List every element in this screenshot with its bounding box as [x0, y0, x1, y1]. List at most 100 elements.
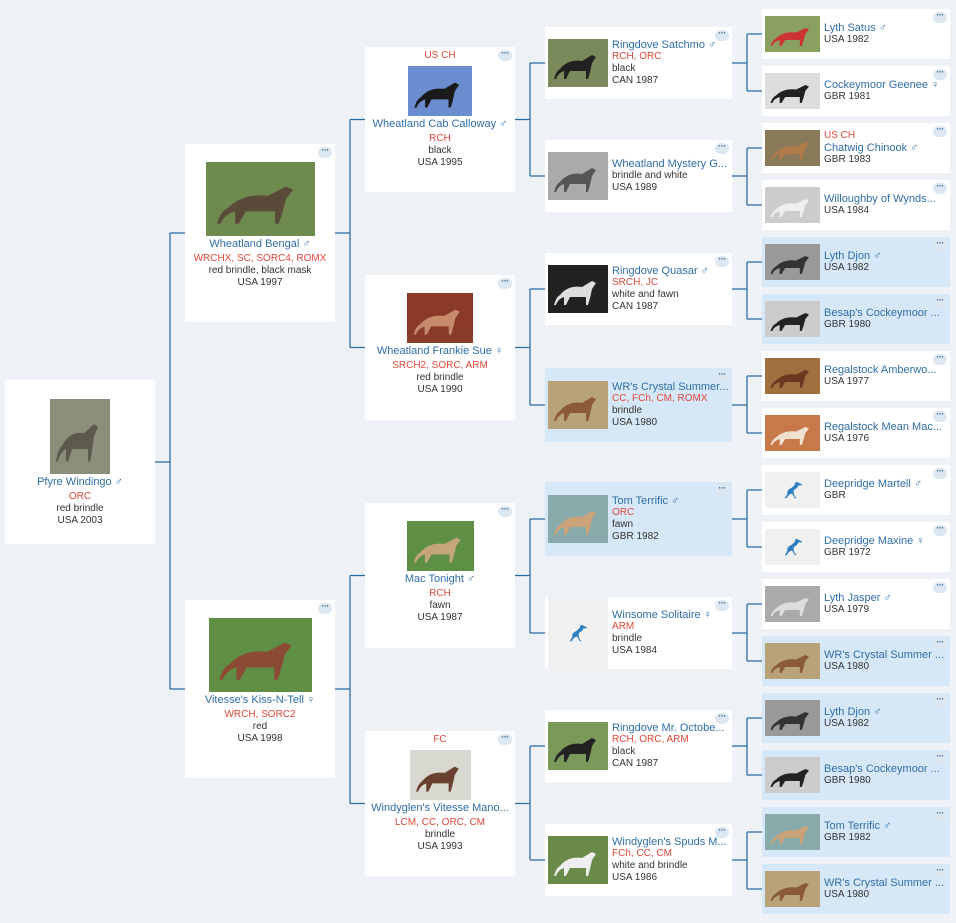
- dog-name[interactable]: Ringdove Mr. Octobe...: [612, 722, 729, 734]
- dog-name-text[interactable]: Ringdove Mr. Octobe...: [612, 722, 725, 734]
- placeholder-photo[interactable]: [765, 472, 820, 508]
- dog-name[interactable]: Wheatland Mystery G...: [612, 158, 729, 170]
- dog-name[interactable]: Wheatland Frankie Sue♀: [365, 345, 515, 357]
- more-options-icon[interactable]: ···: [933, 11, 947, 23]
- more-options-icon[interactable]: ···: [933, 752, 947, 764]
- dog-name-text[interactable]: Deepridge Maxine: [824, 535, 914, 547]
- dog-photo[interactable]: [765, 358, 820, 394]
- placeholder-photo[interactable]: [548, 597, 608, 669]
- more-options-icon[interactable]: ···: [498, 49, 512, 61]
- more-options-icon[interactable]: ···: [318, 146, 332, 158]
- more-options-icon[interactable]: ···: [933, 125, 947, 137]
- dog-card-ggg14[interactable]: ···Besap's Cockeymoor ...GBR 1980: [762, 750, 950, 800]
- dog-name-text[interactable]: Pfyre Windingo: [37, 476, 112, 488]
- dog-name[interactable]: Wheatland Bengal♂: [185, 238, 335, 250]
- dog-photo[interactable]: [208, 618, 312, 692]
- dog-name-text[interactable]: Lyth Jasper: [824, 592, 881, 604]
- more-options-icon[interactable]: ···: [715, 484, 729, 496]
- dog-name-text[interactable]: Chatwig Chinook: [824, 142, 908, 154]
- dog-photo[interactable]: [205, 162, 315, 236]
- dog-photo[interactable]: [765, 586, 820, 622]
- dog-name-text[interactable]: Wheatland Cab Calloway: [372, 118, 497, 130]
- dog-name-text[interactable]: Wheatland Bengal: [209, 238, 300, 250]
- dog-name[interactable]: Chatwig Chinook♂: [824, 142, 947, 154]
- dog-name-text[interactable]: Winsome Solitaire: [612, 609, 701, 621]
- dog-name[interactable]: Besap's Cockeymoor ...: [824, 763, 947, 775]
- dog-photo[interactable]: [765, 73, 820, 109]
- dog-photo[interactable]: [548, 265, 608, 313]
- dog-name-text[interactable]: Lyth Satus: [824, 22, 876, 34]
- dog-name[interactable]: Lyth Djon♂: [824, 706, 947, 718]
- dog-card-ggg11[interactable]: ···Lyth Jasper♂USA 1979: [762, 579, 950, 629]
- dog-card-ggg9[interactable]: ···Deepridge Martell♂GBR: [762, 465, 950, 515]
- dog-card-ggg13[interactable]: ···Lyth Djon♂USA 1982: [762, 693, 950, 743]
- dog-card-ggg5[interactable]: ···Lyth Djon♂USA 1982: [762, 237, 950, 287]
- dog-card-ggg16[interactable]: ···WR's Crystal Summer ...USA 1980: [762, 864, 950, 914]
- dog-name[interactable]: WR's Crystal Summer ...: [824, 877, 947, 889]
- more-options-icon[interactable]: ···: [715, 255, 729, 267]
- dog-name-text[interactable]: Mac Tonight: [404, 573, 464, 585]
- dog-name[interactable]: Tom Terrific♂: [612, 495, 729, 507]
- dog-name[interactable]: Deepridge Martell♂: [824, 478, 947, 490]
- dog-photo[interactable]: [548, 722, 608, 770]
- dog-photo[interactable]: [50, 399, 110, 474]
- dog-name-text[interactable]: Willoughby of Wynds...: [824, 193, 936, 205]
- dog-name[interactable]: Regalstock Mean Mac...: [824, 421, 947, 433]
- dog-name-text[interactable]: Wheatland Frankie Sue: [376, 345, 492, 357]
- dog-name[interactable]: Ringdove Quasar♂: [612, 265, 729, 277]
- dog-photo[interactable]: [408, 66, 472, 116]
- dog-name[interactable]: Mac Tonight♂: [365, 573, 515, 585]
- dog-photo[interactable]: [548, 39, 608, 87]
- dog-name[interactable]: Winsome Solitaire♀: [612, 609, 729, 621]
- dog-name-text[interactable]: Tom Terrific: [612, 495, 669, 507]
- more-options-icon[interactable]: ···: [933, 353, 947, 365]
- more-options-icon[interactable]: ···: [715, 142, 729, 154]
- dog-card-p1[interactable]: ···Wheatland Bengal♂WRCHX, SC, SORC4, RO…: [185, 144, 335, 322]
- dog-photo[interactable]: [406, 521, 474, 571]
- dog-name[interactable]: Regalstock Amberwo...: [824, 364, 947, 376]
- dog-name-text[interactable]: WR's Crystal Summer...: [612, 381, 729, 393]
- dog-name-text[interactable]: Ringdove Satchmo: [612, 39, 705, 51]
- dog-card-ggg7[interactable]: ···Regalstock Amberwo...USA 1977: [762, 351, 950, 401]
- dog-card-g2[interactable]: ···Wheatland Frankie Sue♀SRCH2, SORC, AR…: [365, 275, 515, 420]
- dog-photo[interactable]: [765, 244, 820, 280]
- more-options-icon[interactable]: ···: [715, 29, 729, 41]
- dog-photo[interactable]: [765, 301, 820, 337]
- more-options-icon[interactable]: ···: [933, 296, 947, 308]
- dog-photo[interactable]: [765, 415, 820, 451]
- dog-name[interactable]: WR's Crystal Summer...: [612, 381, 729, 393]
- dog-photo[interactable]: [548, 836, 608, 884]
- dog-card-gg4[interactable]: ···WR's Crystal Summer...CC, FCh, CM, RO…: [545, 368, 732, 442]
- more-options-icon[interactable]: ···: [715, 370, 729, 382]
- dog-name[interactable]: Tom Terrific♂: [824, 820, 947, 832]
- dog-name-text[interactable]: WR's Crystal Summer ...: [824, 649, 945, 661]
- dog-name[interactable]: Lyth Djon♂: [824, 250, 947, 262]
- more-options-icon[interactable]: ···: [933, 581, 947, 593]
- dog-name-text[interactable]: Lyth Djon: [824, 250, 871, 262]
- dog-name[interactable]: Wheatland Cab Calloway♂: [365, 118, 515, 130]
- more-options-icon[interactable]: ···: [933, 638, 947, 650]
- dog-photo[interactable]: [765, 757, 820, 793]
- dog-name-text[interactable]: Tom Terrific: [824, 820, 881, 832]
- dog-photo[interactable]: [548, 381, 608, 429]
- dog-photo[interactable]: [765, 700, 820, 736]
- dog-photo[interactable]: [765, 16, 820, 52]
- dog-name[interactable]: Willoughby of Wynds...: [824, 193, 947, 205]
- dog-photo[interactable]: [407, 293, 473, 343]
- more-options-icon[interactable]: ···: [933, 68, 947, 80]
- dog-photo[interactable]: [765, 643, 820, 679]
- dog-name[interactable]: Besap's Cockeymoor ...: [824, 307, 947, 319]
- more-options-icon[interactable]: ···: [933, 866, 947, 878]
- dog-photo[interactable]: [765, 130, 820, 166]
- dog-card-ggg10[interactable]: ···Deepridge Maxine♀GBR 1972: [762, 522, 950, 572]
- dog-name[interactable]: Ringdove Satchmo♂: [612, 39, 729, 51]
- dog-photo[interactable]: [548, 152, 608, 200]
- more-options-icon[interactable]: ···: [933, 467, 947, 479]
